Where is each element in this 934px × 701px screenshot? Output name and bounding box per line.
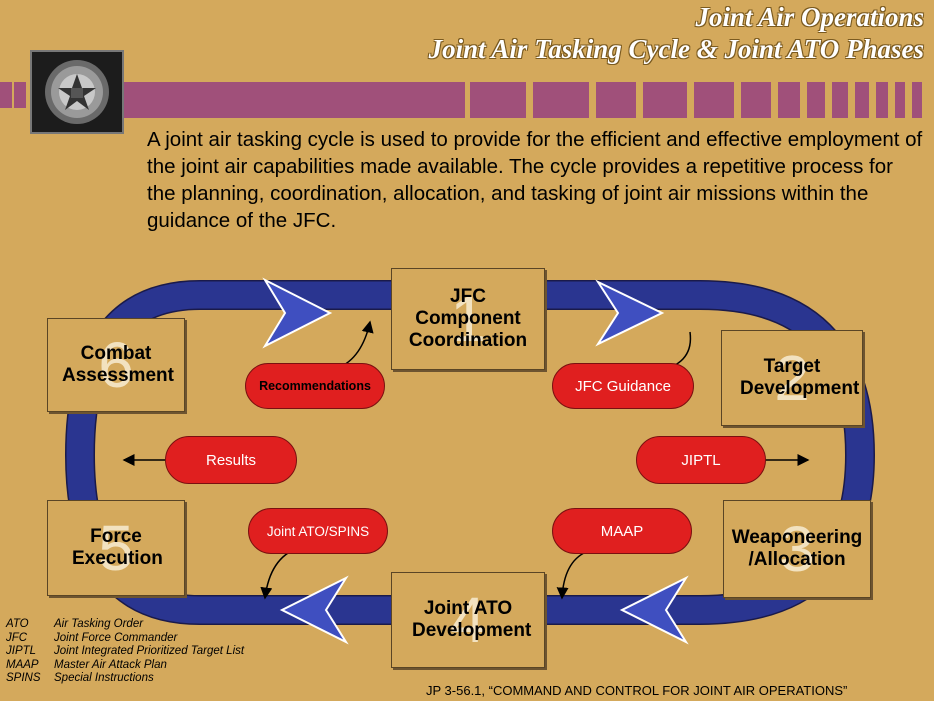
phase-2-box: 2 Target Development [721,330,863,426]
cycle-arrow-top-right [595,279,665,347]
phase-1-box: 1 JFC Component Coordination [391,268,545,370]
phase-5-number: 5 [98,512,134,584]
arrow-joint-ato [260,547,299,600]
abbreviation-legend: ATO Air Tasking Order JFC Joint Force Comm… [6,618,244,686]
phase-5-box: 5 Force Execution [47,500,185,596]
phase-3-box: 3 Weaponeering /Allocation [723,500,871,598]
abbreviation-key: SPINS [6,672,41,684]
seal-emblem [30,50,124,134]
abbreviation-row: ATO Air Tasking Order [6,618,244,632]
abbreviation-meaning: Joint Integrated Prioritized Target List [54,645,245,657]
phase-2-number: 2 [774,342,810,414]
phase-6-number: 6 [98,329,134,401]
phase-5-label: Force Execution [72,526,163,569]
abbreviation-meaning: Joint Force Commander [54,631,178,644]
page-subtitle: Joint Air Tasking Cycle & Joint ATO Phas… [428,34,924,64]
product-jfc-guidance: JFC Guidance [552,363,694,409]
product-maap: MAAP [552,508,692,554]
intro-paragraph: A joint air tasking cycle is used to pro… [147,128,923,232]
phase-4-box: 4 Joint ATO Development [391,572,545,668]
phase-3-number: 3 [779,513,815,585]
product-results: Results [165,436,297,484]
abbreviation-row: JFC Joint Force Commander [6,632,244,646]
abbreviation-meaning: Air Tasking Order [54,618,144,630]
phase-1-label: JFC Component Coordination [408,286,528,351]
cycle-arrow-top-left [262,277,333,349]
cycle-arrow-bottom-right [619,575,689,645]
phase-1-number: 1 [450,283,486,355]
abbreviation-key: ATO [6,618,29,630]
product-recommendations: Recommendations [245,363,385,409]
product-joint-ato-spins: Joint ATO/SPINS [248,508,388,554]
abbreviation-meaning: Master Air Attack Plan [54,658,167,671]
abbreviation-key: JFC [6,631,28,644]
abbreviation-key: MAAP [6,658,39,671]
phase-4-label: Joint ATO Development [412,598,532,641]
source-citation: JP 3-56.1, “COMMAND AND CONTROL FOR JOIN… [426,683,848,698]
abbreviation-key: JIPTL [6,645,37,657]
phase-6-box: 6 Combat Assessment [47,318,185,412]
arrow-recommendations [337,320,374,369]
phase-2-label: Target Development [740,356,860,399]
page-title: Joint Air Operations [695,2,924,32]
abbreviation-meaning: Special Instructions [54,672,154,684]
phase-4-number: 4 [450,584,486,656]
abbreviation-row: MAAP Master Air Attack Plan [6,659,244,673]
product-jiptl: JIPTL [636,436,766,484]
abbreviation-row: JIPTL Joint Integrated Prioritized Target… [6,645,244,659]
abbreviation-row: SPINS Special Instructions [6,672,244,686]
cycle-arrow-bottom-left [279,575,349,645]
arrow-maap [556,551,587,600]
phase-3-label: Weaponeering /Allocation [731,527,863,570]
header-banner [0,82,922,118]
phase-6-label: Combat Assessment [62,343,174,386]
